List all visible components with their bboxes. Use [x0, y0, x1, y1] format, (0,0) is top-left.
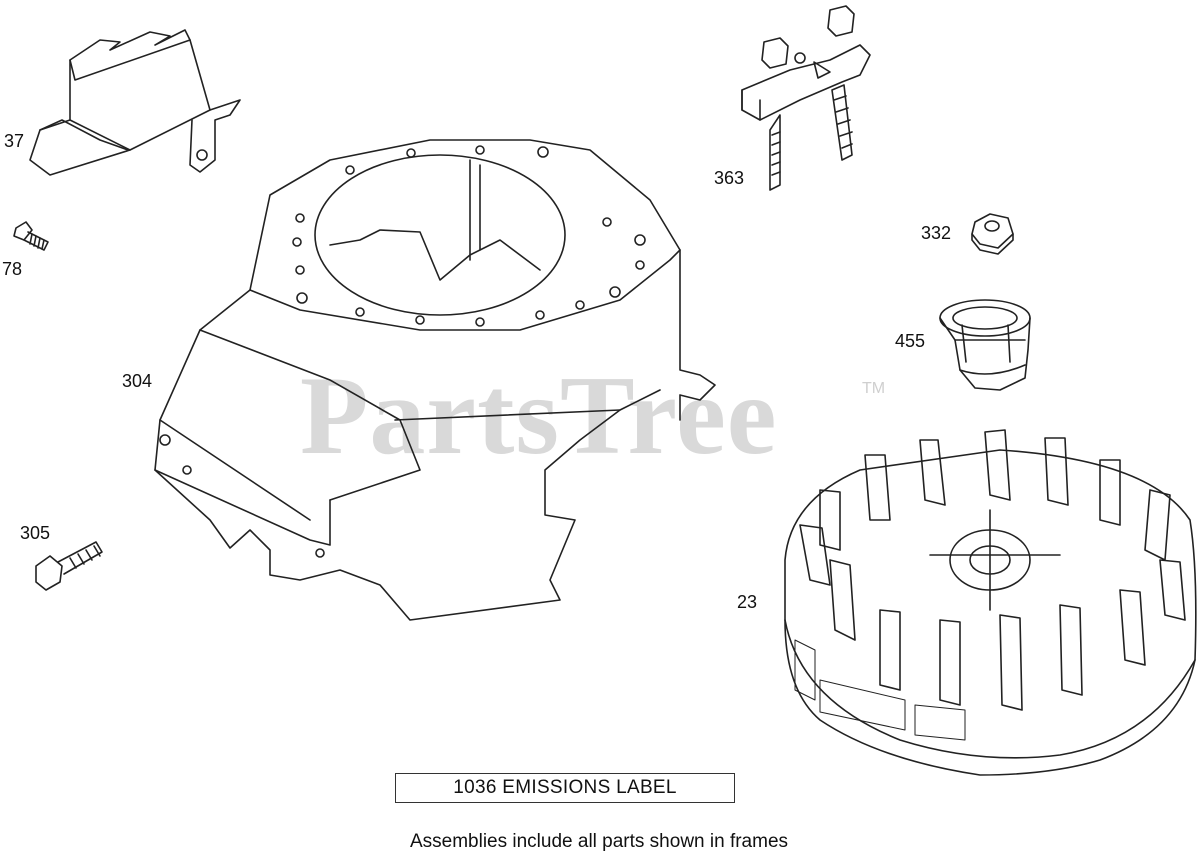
- callout-23: 23: [737, 592, 758, 612]
- part-305-bolt[interactable]: [35, 541, 103, 591]
- emissions-label-text: 1036 EMISSIONS LABEL: [453, 777, 677, 798]
- part-37-air-guide[interactable]: [29, 29, 241, 176]
- part-78-screw[interactable]: [13, 221, 49, 251]
- part-23-flywheel[interactable]: [784, 429, 1197, 776]
- callout-332: 332: [921, 223, 952, 243]
- callout-305: 305: [20, 523, 51, 543]
- callout-304: 304: [122, 371, 153, 391]
- housing-bolt-holes: [292, 145, 646, 327]
- trademark-mark: TM: [862, 380, 886, 397]
- callout-455: 455: [895, 331, 926, 351]
- callout-78: 78: [2, 259, 23, 279]
- callout-363: 363: [714, 168, 745, 188]
- part-332-nut[interactable]: [971, 213, 1014, 255]
- callout-37: 37: [4, 131, 25, 151]
- part-304-blower-housing[interactable]: [154, 139, 716, 621]
- partstree-watermark: PartsTree: [300, 354, 778, 478]
- part-455-starter-cup[interactable]: [939, 299, 1031, 391]
- emissions-label-frame[interactable]: 1036 EMISSIONS LABEL: [395, 773, 735, 803]
- part-363-bracket[interactable]: [741, 5, 871, 191]
- footer-note: Assemblies include all parts shown in fr…: [409, 831, 789, 852]
